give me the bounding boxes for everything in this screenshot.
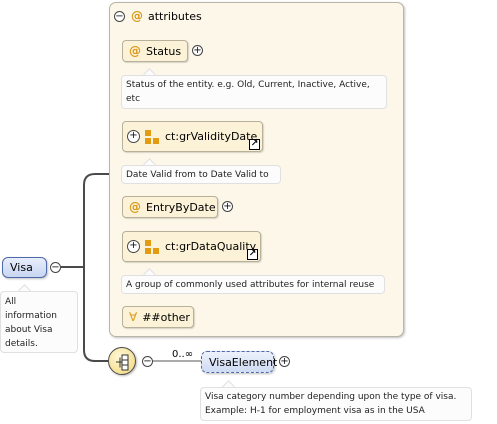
attribute-status[interactable]: @ Status — [122, 40, 188, 62]
attribute-entry-by-date[interactable]: @ EntryByDate — [122, 196, 218, 218]
attribute-group-validity-date-label: ct:grValidityDate — [165, 130, 258, 143]
status-description: Status of the entity. e.g. Old, Current,… — [121, 75, 387, 109]
reference-arrow-icon[interactable]: ↗ — [247, 249, 258, 260]
visa-element-description-line: Visa category number depending upon the … — [205, 392, 457, 402]
status-description-line: etc — [126, 94, 141, 104]
minus-icon: − — [115, 11, 124, 22]
validity-date-description-line: Date Valid from to Date Valid to — [126, 170, 269, 180]
any-attribute-label: ##other — [142, 310, 190, 324]
visa-description: All information about Visa details. — [0, 291, 78, 353]
connector-root-to-sequence — [83, 267, 108, 362]
status-description-line: Status of the entity. e.g. Old, Current,… — [126, 80, 370, 90]
minus-icon: − — [143, 356, 152, 367]
data-quality-expand-toggle[interactable]: + — [127, 240, 140, 253]
visa-description-line: about Visa — [5, 325, 53, 335]
plus-icon: + — [193, 45, 202, 56]
visa-element-description: Visa category number depending upon the … — [200, 387, 472, 421]
visa-description-line: All — [5, 297, 17, 307]
element-visa[interactable]: Visa — [2, 257, 47, 278]
at-icon: @ — [129, 200, 141, 214]
attribute-group-data-quality-label: ct:grDataQuality — [165, 240, 257, 253]
data-quality-description-line: A group of commonly used attributes for … — [126, 280, 375, 290]
at-icon: @ — [131, 9, 143, 23]
reference-arrow-icon[interactable]: ↗ — [249, 139, 260, 150]
sequence-collapse-toggle[interactable]: − — [142, 356, 153, 367]
visa-element-expand-toggle[interactable]: + — [279, 356, 290, 367]
sequence-icon — [116, 354, 129, 371]
attribute-group-icon — [145, 129, 159, 144]
attribute-group-validity-date[interactable]: + ct:grValidityDate — [122, 121, 263, 152]
validity-date-description: Date Valid from to Date Valid to — [121, 165, 281, 184]
attribute-entry-by-date-label: EntryByDate — [146, 200, 216, 214]
plus-icon: + — [129, 130, 138, 141]
element-visa-label: Visa — [10, 261, 33, 274]
minus-icon: − — [51, 262, 60, 273]
data-quality-description: A group of commonly used attributes for … — [121, 275, 385, 294]
any-attribute-icon: ∀ — [129, 310, 138, 324]
plus-icon: + — [223, 201, 232, 212]
sequence-compositor[interactable] — [108, 347, 136, 375]
status-expand-toggle[interactable]: + — [192, 45, 203, 56]
attribute-group-icon — [145, 239, 159, 254]
visa-element-description-line: Example: H-1 for employment visa as in t… — [205, 406, 425, 416]
attributes-title: attributes — [148, 9, 202, 23]
attributes-collapse-toggle[interactable]: − — [114, 11, 125, 22]
attribute-status-label: Status — [146, 44, 182, 58]
visa-collapse-toggle[interactable]: − — [50, 262, 61, 273]
visa-description-line: details. — [5, 339, 38, 349]
element-visa-element[interactable]: VisaElement — [201, 351, 278, 373]
element-visa-element-label: VisaElement — [209, 355, 278, 369]
connector-root-to-attributes — [61, 173, 109, 268]
validity-date-expand-toggle[interactable]: + — [127, 130, 140, 143]
attributes-header: @ attributes — [131, 8, 202, 24]
child-cardinality: 0..∞ — [172, 349, 194, 360]
at-icon: @ — [129, 44, 141, 58]
plus-icon: + — [280, 356, 289, 367]
visa-description-line: information — [5, 311, 57, 321]
attribute-group-data-quality[interactable]: + ct:grDataQuality — [122, 231, 261, 262]
plus-icon: + — [129, 240, 138, 251]
entry-by-date-expand-toggle[interactable]: + — [222, 201, 233, 212]
any-attribute-other[interactable]: ∀ ##other — [122, 306, 194, 328]
